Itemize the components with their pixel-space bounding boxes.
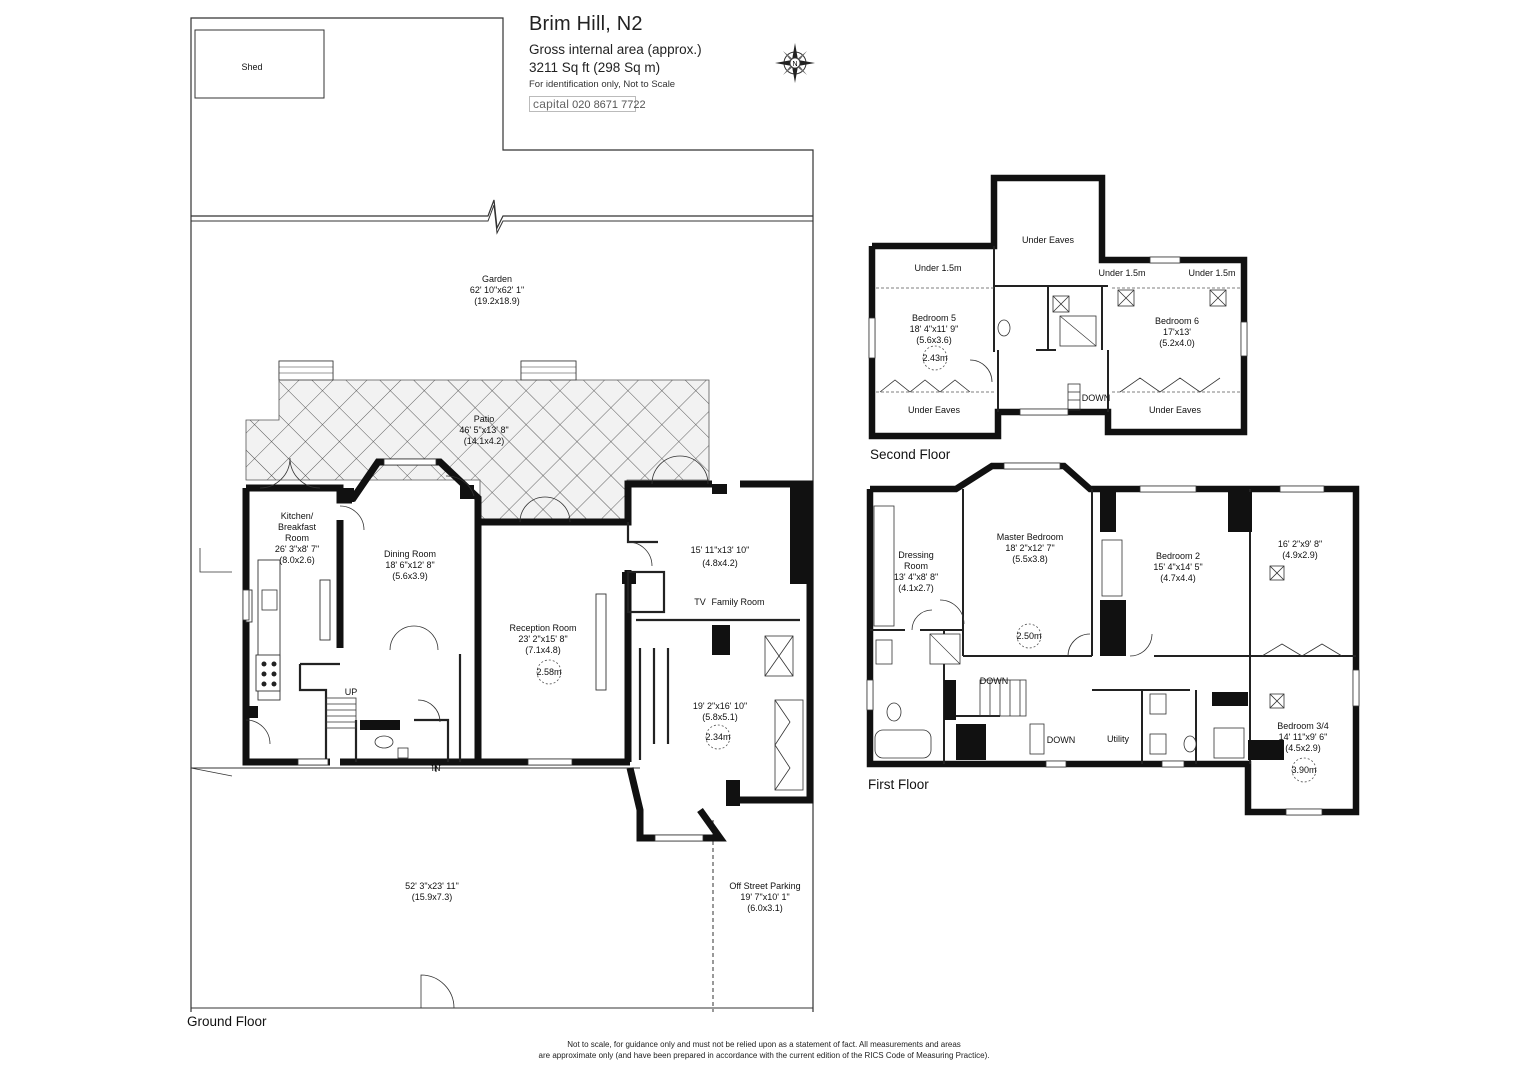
front-size-metric: (15.9x7.3) [412,892,453,902]
patio-size-metric: (14.1x4.2) [464,436,505,446]
kitchen-size-metric: (8.0x2.6) [279,555,315,565]
family-upper-size-metric: (4.8x4.2) [702,558,738,568]
patio [245,360,710,521]
front-size-imperial: 52' 3"x23' 11" [405,881,459,891]
family-ceiling-height: 2.34m [705,732,730,742]
entrance-arrow-icon [431,759,441,772]
compass-rose-icon: N [775,43,815,83]
agent-logo: capital [533,97,570,111]
patio-steps-right [520,360,577,381]
identification-note: For identification only, Not to Scale [529,79,676,90]
bedroom6-size-metric: (5.2x4.0) [1159,338,1195,348]
bedroom5-under-label: Under 1.5m [914,263,961,273]
bedroom2-size-imperial: 15' 4"x14' 5" [1153,562,1202,572]
ground-wc-toilet [374,735,394,749]
bedroom5-ceiling-height: 2.43m [922,353,947,363]
first-stairs-down-1: DOWN [980,676,1009,686]
kitchen-name-3: Room [285,533,309,543]
first-floor-plan [866,462,1360,816]
bedroom5-size-imperial: 18' 4"x11' 9" [910,324,959,334]
gross-area-label: Gross internal area (approx.) [529,42,702,57]
family-upper-size-imperial: 15' 11"x13' 10" [691,545,750,555]
bedroom6-under-left: Under 1.5m [1098,268,1145,278]
room16-size-imperial: 16' 2"x9' 8" [1278,539,1322,549]
dining-name: Dining Room [384,549,436,559]
dressing-size-metric: (4.1x2.7) [898,583,934,593]
bedroom34-ceiling-height: 3.90m [1291,765,1316,775]
agent-phone: 020 8671 7722 [572,99,646,111]
dressing-size-imperial: 13' 4"x8' 8" [894,572,938,582]
bedroom34-name: Bedroom 3/4 [1277,721,1329,731]
second-under-eaves-top: Under Eaves [1022,235,1075,245]
shed-label: Shed [241,62,262,72]
garden-size-imperial: 62' 10"x62' 1" [470,285,524,295]
ground-floor-label: Ground Floor [187,1014,267,1029]
bedroom6-under-eaves: Under Eaves [1149,405,1202,415]
bedroom2-name: Bedroom 2 [1156,551,1200,561]
dining-size-metric: (5.6x3.9) [392,571,428,581]
gross-area-value: 3211 Sq ft (298 Sq m) [529,60,661,75]
dressing-name-2: Room [904,561,928,571]
second-floor-label: Second Floor [870,447,951,462]
parking-size-imperial: 19' 7"x10' 1" [740,892,789,902]
agent-brand: capital 020 8671 7722 [529,96,646,112]
master-ceiling-height: 2.50m [1016,631,1041,641]
ground-floor-plan [190,17,814,1012]
family-lower-size-metric: (5.8x5.1) [702,712,738,722]
room-labels: Shed Garden 62' 10"x62' 1" (19.2x18.9) P… [187,62,1329,1029]
family-room-label: Family Room [711,597,764,607]
room16-size-metric: (4.9x2.9) [1282,550,1318,560]
stairs-up-label: UP [345,687,358,697]
kitchen-name-1: Kitchen/ [281,511,314,521]
bedroom6-size-imperial: 17'x13' [1163,327,1191,337]
bedroom2-size-metric: (4.7x4.4) [1160,573,1196,583]
second-stairs-down: DOWN [1082,393,1111,403]
parking-name: Off Street Parking [729,881,800,891]
patio-size-imperial: 46' 5"x13' 8" [459,425,508,435]
disclaimer-line-1: Not to scale, for guidance only and must… [567,1040,961,1049]
master-size-metric: (5.5x3.8) [1012,554,1048,564]
bedroom5-name: Bedroom 5 [912,313,956,323]
compass-letter: N [792,61,797,68]
bedroom5-size-metric: (5.6x3.6) [916,335,952,345]
shed [194,29,325,99]
reception-size-imperial: 23' 2"x15' 8" [518,634,567,644]
bedroom6-name: Bedroom 6 [1155,316,1199,326]
reception-name: Reception Room [509,623,576,633]
master-size-imperial: 18' 2"x12' 7" [1005,543,1054,553]
first-floor-label: First Floor [868,777,929,792]
bedroom5-under-eaves: Under Eaves [908,405,961,415]
second-floor-plan [868,174,1248,440]
kitchen-size-imperial: 26' 3"x8' 7" [275,544,319,554]
site-boundary [190,17,814,1012]
bedroom6-under-right: Under 1.5m [1188,268,1235,278]
reception-ceiling-height: 2.58m [536,667,561,677]
dressing-name-1: Dressing [898,550,934,560]
property-title: Brim Hill, N2 [529,13,643,35]
utility-label: Utility [1107,734,1129,744]
garden-size-metric: (19.2x18.9) [474,296,520,306]
bedroom34-size-metric: (4.5x2.9) [1285,743,1321,753]
bedroom34-size-imperial: 14' 11"x9' 6" [1279,732,1328,742]
parking-size-metric: (6.0x3.1) [747,903,783,913]
patio-name: Patio [474,414,495,424]
patio-steps-left [278,360,334,381]
dining-size-imperial: 18' 6"x12' 8" [385,560,434,570]
garden-name: Garden [482,274,512,284]
tv-label: TV [694,597,706,607]
master-name: Master Bedroom [997,532,1064,542]
first-stairs-down-2: DOWN [1047,735,1076,745]
reception-size-metric: (7.1x4.8) [525,645,561,655]
family-lower-size-imperial: 19' 2"x16' 10" [693,701,747,711]
garden-break-line [191,199,813,231]
kitchen-name-2: Breakfast [278,522,317,532]
disclaimer-line-2: are approximate only (and have been prep… [538,1051,990,1060]
